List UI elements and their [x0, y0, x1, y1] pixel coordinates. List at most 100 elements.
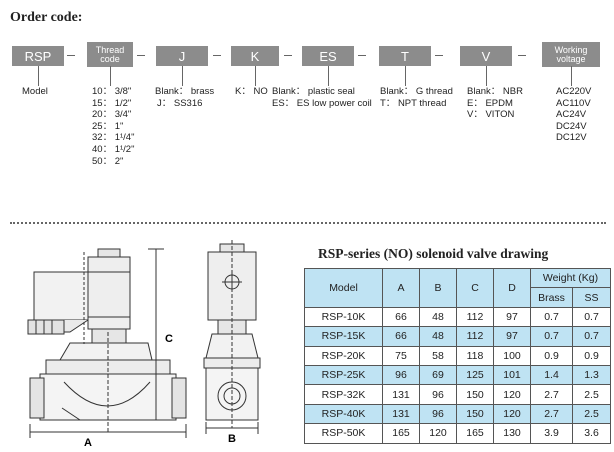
header-d: D [493, 268, 531, 308]
cell-ss: 0.7 [572, 326, 611, 347]
stem [182, 66, 183, 86]
dash [137, 55, 145, 57]
cell-ss: 1.3 [572, 364, 611, 386]
option-thread: 15： 1/2" [92, 97, 132, 109]
cell-model: RSP-10K [304, 306, 383, 328]
option-normally: K： NO [235, 86, 268, 97]
option-rubber: Blank： NBR [467, 86, 523, 97]
option-seal-list: Blank： plastic seal ES： ES low power coi… [272, 86, 372, 109]
order-code-title: Order code: [10, 10, 83, 25]
cell-d: 130 [493, 423, 531, 444]
table-row: RSP-25K 96 69 125 101 1.4 1.3 [304, 364, 611, 386]
cell-c: 112 [456, 326, 494, 347]
cell-model: RSP-25K [304, 364, 383, 386]
front-view [27, 248, 187, 432]
valve-drawing: A C B [27, 240, 261, 449]
cell-d: 101 [493, 364, 531, 386]
cell-brass: 1.4 [530, 364, 573, 386]
option-material-list: Blank： brass J： SS316 [155, 86, 214, 109]
option-voltage-list: AC220V AC110V AC24V DC24V DC12V [556, 86, 591, 144]
dash [213, 55, 221, 57]
option-thread: 10： 3/8" [92, 86, 132, 97]
code-box-v: V [460, 46, 512, 66]
table-row: RSP-40K 131 96 150 120 2.7 2.5 [304, 403, 611, 425]
cell-c: 165 [456, 423, 494, 444]
stem [38, 66, 39, 86]
cell-d: 97 [493, 326, 531, 347]
cell-brass: 2.7 [530, 384, 573, 405]
cell-a: 96 [382, 364, 420, 386]
cell-model: RSP-40K [304, 403, 383, 425]
option-thread: 40： 1¹/2" [92, 143, 135, 155]
code-box-k: K [231, 46, 279, 66]
option-voltage: AC24V [556, 109, 587, 121]
cell-b: 48 [419, 306, 457, 328]
cell-b: 69 [419, 364, 457, 386]
cell-brass: 2.7 [530, 403, 573, 425]
dimension-table: Model A B C D Weight (Kg) Brass SS RSP-1… [304, 267, 611, 444]
option-thread: 50： 2" [92, 155, 124, 167]
cell-a: 75 [382, 345, 420, 366]
dash [358, 55, 366, 57]
cell-c: 150 [456, 403, 494, 425]
header-model: Model [304, 268, 383, 308]
code-box-j: J [156, 46, 208, 66]
code-box-rsp: RSP [12, 46, 64, 66]
side-view [203, 240, 261, 428]
cell-brass: 0.7 [530, 306, 573, 328]
cell-a: 165 [382, 423, 420, 444]
code-box-thread-line1: Thread [95, 44, 125, 55]
cell-d: 120 [493, 403, 531, 425]
cell-a: 66 [382, 326, 420, 347]
cell-a: 131 [382, 384, 420, 405]
option-voltage: AC220V [556, 86, 592, 97]
cell-ss: 0.9 [572, 345, 611, 366]
code-box-t: T [379, 46, 431, 66]
table-row: RSP-20K 75 58 118 100 0.9 0.9 [304, 345, 611, 366]
dotted-divider [10, 222, 606, 224]
stem [110, 66, 111, 86]
cell-c: 112 [456, 306, 494, 328]
dimension-label-c: C [165, 333, 173, 345]
cell-brass: 3.9 [530, 423, 573, 444]
cell-c: 125 [456, 364, 494, 386]
option-rubber-list: Blank： NBR E： EPDM V： VITON [467, 86, 523, 121]
cell-c: 150 [456, 384, 494, 405]
code-box-thread: Thread code [87, 42, 133, 67]
dash [284, 55, 292, 57]
cell-ss: 2.5 [572, 403, 611, 425]
code-box-es: ES [302, 46, 354, 66]
cell-d: 120 [493, 384, 531, 405]
option-material: Blank： brass [155, 86, 215, 97]
option-material: J： SS316 [157, 97, 203, 109]
code-box-thread-line2: code [100, 53, 120, 64]
stem [328, 66, 329, 86]
cell-brass: 0.9 [530, 345, 573, 366]
cell-b: 120 [419, 423, 457, 444]
cell-model: RSP-20K [304, 345, 383, 366]
table-row: RSP-50K 165 120 165 130 3.9 3.6 [304, 423, 611, 444]
dash [518, 55, 526, 57]
cell-model: RSP-15K [304, 326, 383, 347]
code-box-voltage: Working voltage [542, 42, 600, 67]
stem [571, 66, 572, 86]
option-thread-type-list: Blank： G thread T： NPT thread [380, 86, 453, 109]
cell-d: 97 [493, 306, 531, 328]
option-thread: 32： 1¹/4" [92, 132, 135, 144]
table-row: RSP-32K 131 96 150 120 2.7 2.5 [304, 384, 611, 405]
option-thread-type: T： NPT thread [380, 97, 447, 109]
cell-brass: 0.7 [530, 326, 573, 347]
option-voltage: AC110V [556, 97, 591, 109]
stem [405, 66, 406, 86]
cell-b: 96 [419, 403, 457, 425]
header-ss: SS [572, 287, 611, 308]
header-c: C [456, 268, 494, 308]
option-model: Model [22, 86, 48, 97]
option-thread-list: 10： 3/8" 15： 1/2" 20： 3/4" 25： 1" 32： 1¹… [92, 86, 134, 167]
header-brass: Brass [530, 287, 573, 308]
option-rubber: E： EPDM [467, 97, 513, 109]
dash [67, 55, 75, 57]
cell-a: 131 [382, 403, 420, 425]
cell-model: RSP-50K [304, 423, 383, 444]
option-thread: 25： 1" [92, 120, 124, 132]
